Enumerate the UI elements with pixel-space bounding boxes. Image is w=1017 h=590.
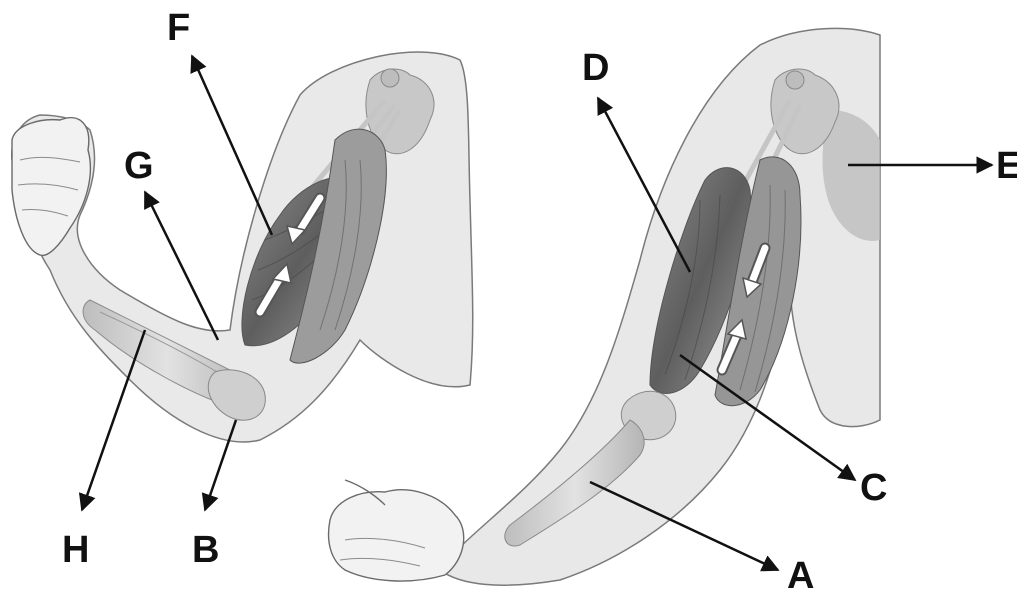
bent-arm [12, 52, 473, 442]
label-b: B [192, 529, 219, 571]
bent-arm-fist [12, 118, 90, 256]
label-h: H [62, 529, 89, 571]
label-g: G [124, 145, 154, 187]
label-f: F [167, 7, 190, 49]
label-a: A [787, 555, 814, 590]
label-d: D [582, 47, 609, 89]
label-c: C [860, 467, 887, 509]
straight-arm-hand [329, 490, 464, 581]
label-e: E [996, 145, 1017, 187]
leader-arrow-f [192, 56, 272, 235]
